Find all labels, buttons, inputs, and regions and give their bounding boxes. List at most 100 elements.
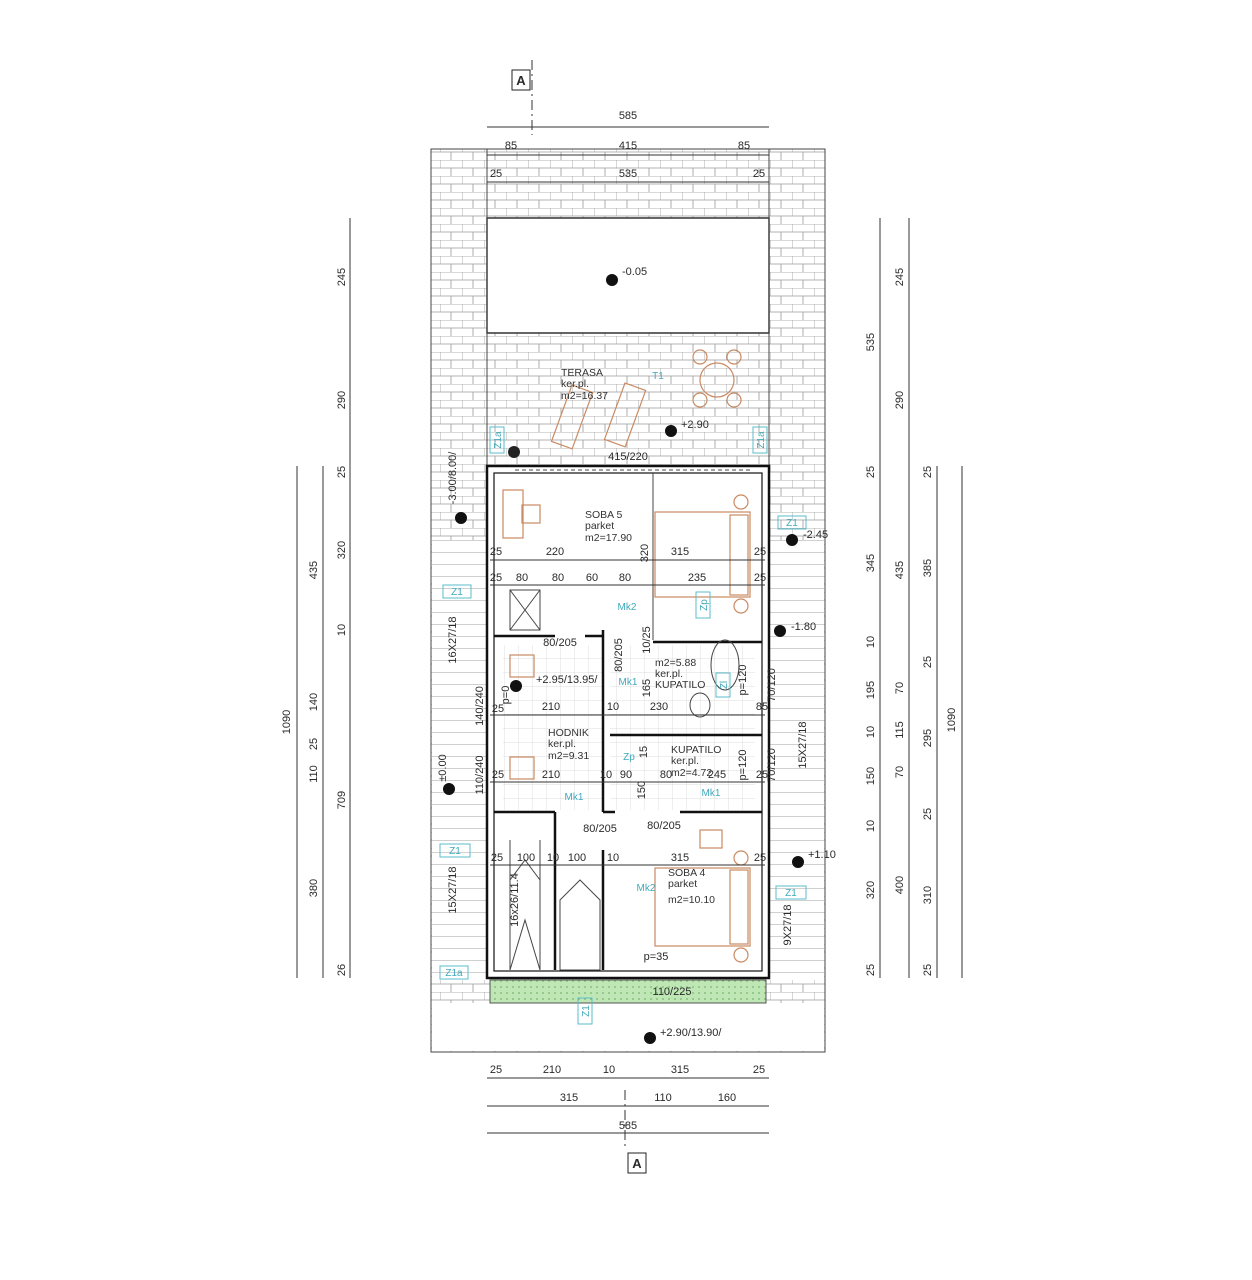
plan-label: 435 — [308, 561, 320, 579]
room-kupatilo-2: KUPATILO ker.pl. m2=4.72 — [671, 744, 721, 779]
plan-label: 25 — [490, 1064, 502, 1076]
plan-label: 80/205 — [583, 823, 617, 835]
plan-label: 245 — [708, 769, 726, 781]
plan-label: 70/120 — [766, 668, 778, 702]
plan-label: -0.05 — [622, 266, 647, 278]
plan-label: p=120 — [737, 665, 749, 696]
plan-label: Z1a — [493, 431, 504, 449]
plan-label: 25 — [865, 466, 877, 478]
plan-label: -3.00/8.00/ — [447, 451, 459, 505]
plan-label: Mk1 — [619, 677, 638, 688]
plan-label: 16x26/11.4 — [509, 873, 521, 927]
level-marker-icon — [606, 274, 618, 286]
staircase — [509, 589, 601, 971]
plan-label: Z1 — [449, 846, 461, 857]
plan-label: 210 — [542, 769, 560, 781]
plan-label: 80 — [619, 572, 631, 584]
plan-label: 10 — [865, 636, 877, 648]
plan-label: 60 — [586, 572, 598, 584]
plan-label: 195 — [865, 681, 877, 699]
plan-label: 80 — [660, 769, 672, 781]
plan-label: 345 — [865, 554, 877, 572]
plan-label: +1.10 — [808, 849, 836, 861]
plan-label: Z1a — [445, 968, 463, 979]
plan-label: KUPATILO — [655, 679, 705, 691]
plan-label: Mk2 — [637, 883, 656, 894]
plan-label: 385 — [922, 559, 934, 577]
level-marker-icon — [510, 680, 522, 692]
plan-label: 10 — [603, 1064, 615, 1076]
plan-label: 10 — [865, 820, 877, 832]
furniture — [502, 349, 751, 963]
plan-label: 25 — [490, 168, 502, 180]
plan-label: m2=16.37 — [561, 390, 608, 402]
plan-label: 25 — [754, 572, 766, 584]
plan-label: 80/205 — [543, 637, 577, 649]
plan-label: Z1 — [581, 1005, 592, 1017]
plan-label: Mk1 — [565, 792, 584, 803]
plan-label: 210 — [543, 1064, 561, 1076]
interior-dimensions: 415/220 220 320 315 235 25 25 25 80 80 6… — [474, 451, 778, 998]
plan-label: 315 — [671, 546, 689, 558]
plan-label: SOBA 4 — [668, 867, 706, 879]
plan-label: p=120 — [737, 750, 749, 781]
plan-label: 1090 — [281, 710, 293, 734]
plan-label: 100 — [568, 852, 586, 864]
right-dimensions: 535 245 290 25 345 10 195 10 150 10 320 … — [865, 268, 958, 976]
plan-label: 165 — [641, 679, 653, 697]
level-markers: -0.05 +2.90 -3.00/8.00/ -2.45 -1.80 +2.9… — [437, 266, 836, 1044]
plan-label: p=35 — [644, 951, 669, 963]
top-dimensions: 585 85 415 85 25 535 25 — [490, 110, 765, 180]
section-marker-bottom — [627, 1152, 647, 1174]
plan-label: m2=4.72 — [671, 767, 712, 779]
plan-label: 25 — [308, 738, 320, 750]
desk-icon — [502, 489, 524, 539]
plan-label: 245 — [336, 268, 348, 286]
plan-label: 10 — [600, 769, 612, 781]
front-area — [432, 1003, 824, 1051]
room-soba-5: SOBA 5 parket m2=17.90 — [585, 509, 632, 544]
plan-label: 25 — [754, 546, 766, 558]
room-terasa: TERASA ker.pl. m2=16.37 — [561, 367, 608, 402]
plan-label: 110/240 — [474, 756, 486, 795]
plan-label: TERASA — [561, 367, 603, 379]
plan-label: 210 — [542, 701, 560, 713]
plan-label: 80 — [552, 572, 564, 584]
sunbed-icon — [603, 382, 647, 448]
plan-label: 25 — [490, 572, 502, 584]
plan-label: 220 — [546, 546, 564, 558]
plan-label: KUPATILO — [671, 744, 721, 756]
plan-label: SOBA 5 — [585, 509, 623, 521]
plan-label: 90 — [620, 769, 632, 781]
plan-label: Mk1 — [702, 788, 721, 799]
plan-label: 110 — [654, 1092, 672, 1104]
plan-label: 709 — [336, 791, 348, 809]
table-icon — [699, 362, 735, 398]
plan-label: +2.90 — [681, 419, 709, 431]
level-marker-icon — [443, 783, 455, 795]
plan-label: -1.80 — [791, 621, 816, 633]
plan-label: 315 — [671, 852, 689, 864]
plan-label: 25 — [754, 852, 766, 864]
plan-label: Z1a — [756, 431, 767, 449]
plan-label: -2.45 — [803, 529, 828, 541]
plan-label: Zp — [623, 752, 635, 763]
plan-label: 435 — [894, 561, 906, 579]
plan-label: 25 — [492, 703, 504, 715]
plan-label: ker.pl. — [671, 755, 699, 767]
plan-label: 320 — [336, 541, 348, 559]
plan-label: 115 — [894, 721, 906, 739]
plan-label: 415 — [619, 140, 637, 152]
plan-label: 70 — [894, 766, 906, 778]
plan-label: 16X27/18 — [447, 616, 459, 663]
plan-label: HODNIK — [548, 727, 589, 739]
chimney-icon — [508, 446, 520, 458]
room-hodnik: HODNIK ker.pl. m2=9.31 — [548, 727, 589, 762]
plan-label: 25 — [753, 1064, 765, 1076]
plan-label: 25 — [922, 808, 934, 820]
stair-specs: 16X27/18 15X27/18 15X27/18 9X27/18 — [447, 616, 809, 945]
plan-label: Zl — [719, 681, 730, 689]
plan-label: 85 — [738, 140, 750, 152]
plan-label: 535 — [619, 168, 637, 180]
bottom-dimensions: 25 210 10 315 25 315 110 160 585 — [490, 1064, 765, 1132]
